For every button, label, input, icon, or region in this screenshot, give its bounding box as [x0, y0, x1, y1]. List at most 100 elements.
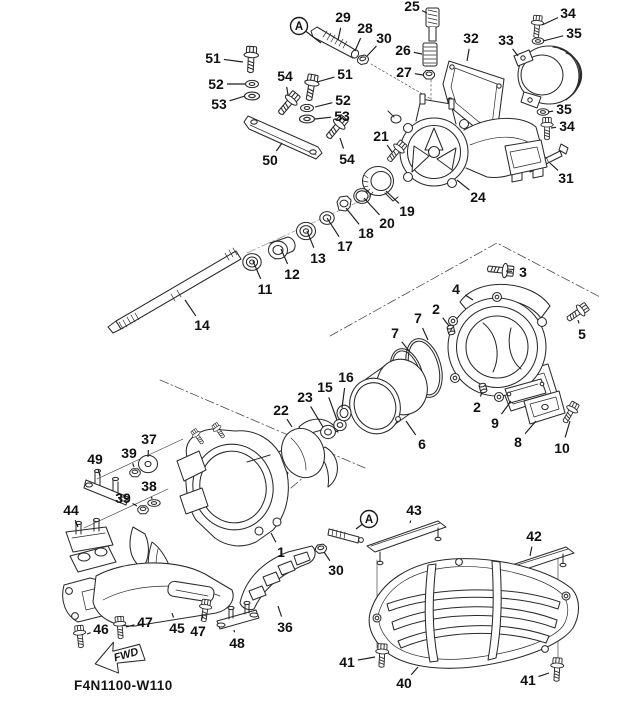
callout-label-54: 54	[339, 151, 355, 167]
part-43-grate-bar	[366, 520, 447, 566]
callout-leader-20	[363, 197, 380, 216]
callout-label-35: 35	[556, 101, 572, 117]
callout-leader-26	[413, 51, 423, 55]
callout-label-52: 52	[208, 76, 224, 92]
callout-label-37: 37	[141, 431, 157, 447]
callout-leader-41	[538, 672, 550, 678]
callout-label-41: 41	[339, 654, 355, 670]
callout-label-11: 11	[258, 281, 273, 297]
callout-label-39: 39	[115, 490, 131, 506]
part-35-washer	[531, 37, 545, 45]
callout-leader-22	[286, 418, 293, 428]
callout-label-30: 30	[376, 30, 392, 46]
part-52-washer	[244, 79, 260, 89]
callout-label-6: 6	[418, 436, 426, 452]
callout-leader-50	[275, 142, 283, 152]
callout-leader-39	[132, 463, 135, 468]
part-51-bolt	[301, 72, 321, 103]
callout-label-34: 34	[560, 5, 576, 21]
callout-label-28: 28	[357, 20, 373, 36]
callout-label-29: 29	[335, 9, 351, 25]
callout-label-7: 7	[414, 310, 422, 326]
part-40-intake-grate	[368, 558, 580, 669]
part-9-gasket	[504, 378, 547, 404]
callout-label-51: 51	[205, 50, 221, 66]
callout-label-50: 50	[262, 152, 278, 168]
part-19-cap	[361, 165, 399, 202]
callout-leader-5	[577, 319, 580, 324]
part-13-bearing	[295, 221, 317, 241]
part-51-bolt	[242, 45, 260, 74]
ref-marker-circle	[359, 509, 379, 529]
callout-leader-6	[405, 420, 417, 436]
callout-label-35: 35	[566, 25, 582, 41]
callout-leader-21	[386, 144, 393, 153]
callout-leader-42	[529, 546, 533, 557]
callout-leader-33	[512, 48, 519, 57]
part-53-washer	[243, 91, 261, 101]
callout-label-22: 22	[273, 402, 289, 418]
callout-label-48: 48	[229, 635, 245, 651]
part-33-nozzle	[513, 45, 583, 109]
callout-leader-39	[132, 502, 138, 507]
callout-leader-2	[442, 317, 450, 327]
callout-label-39: 39	[121, 445, 137, 461]
fwd-arrow: FWD	[94, 641, 146, 674]
callout-label-45: 45	[169, 620, 185, 636]
callout-leader-32	[466, 48, 470, 62]
ref-marker-circle	[289, 16, 309, 36]
callout-label-32: 32	[463, 30, 479, 46]
part-3-bolt	[486, 261, 515, 280]
callout-leader-41	[357, 656, 376, 661]
callout-leader-38	[150, 496, 153, 500]
parts-artwork	[62, 7, 601, 683]
ref-marker-label: A	[365, 514, 373, 526]
callout-leader-54	[286, 86, 289, 96]
part-34-bolt	[529, 14, 545, 39]
callout-leader-31	[549, 162, 559, 171]
callout-leader-30	[323, 551, 331, 562]
callout-leader-25	[421, 10, 428, 14]
callout-label-43: 43	[406, 502, 422, 518]
part-20-oring	[353, 188, 371, 204]
callout-label-17: 17	[337, 238, 353, 254]
part-16-seal	[336, 404, 352, 422]
callout-label-51: 51	[337, 66, 353, 82]
callout-leader-43	[409, 520, 412, 524]
part-46-bolt	[72, 624, 88, 649]
ref-marker-label: A	[295, 21, 303, 33]
callout-leader-14	[184, 299, 197, 317]
callout-leader-17	[326, 217, 340, 238]
part-44-bracket	[65, 517, 114, 553]
part-39-nut	[129, 468, 141, 478]
callout-label-5: 5	[578, 326, 586, 342]
part-30-nut	[314, 543, 328, 555]
callout-leader-10	[564, 420, 571, 438]
callout-label-44: 44	[63, 502, 79, 518]
callout-label-14: 14	[194, 317, 210, 333]
callout-label-33: 33	[498, 32, 514, 48]
callout-leader-53	[229, 95, 246, 102]
callout-label-30: 30	[328, 562, 344, 578]
callout-label-15: 15	[317, 379, 333, 395]
callout-leader-1	[270, 532, 277, 543]
callout-label-38: 38	[141, 478, 157, 494]
callout-label-3: 3	[519, 264, 527, 280]
part-48-bracket	[216, 600, 260, 630]
callout-leader-47	[200, 614, 204, 621]
callout-leader-12	[280, 248, 289, 265]
callout-label-36: 36	[277, 619, 293, 635]
callout-label-10: 10	[554, 440, 570, 456]
callout-label-31: 31	[558, 170, 574, 186]
callout-label-46: 46	[93, 621, 109, 637]
callout-label-2: 2	[473, 399, 481, 415]
part-50-bracket	[243, 115, 323, 160]
part-23-washer	[320, 424, 336, 440]
part-24-pump-housing	[387, 93, 548, 189]
callout-leader-35	[542, 35, 564, 42]
part-36-spacer	[239, 545, 316, 611]
callout-leader-7	[422, 327, 429, 341]
